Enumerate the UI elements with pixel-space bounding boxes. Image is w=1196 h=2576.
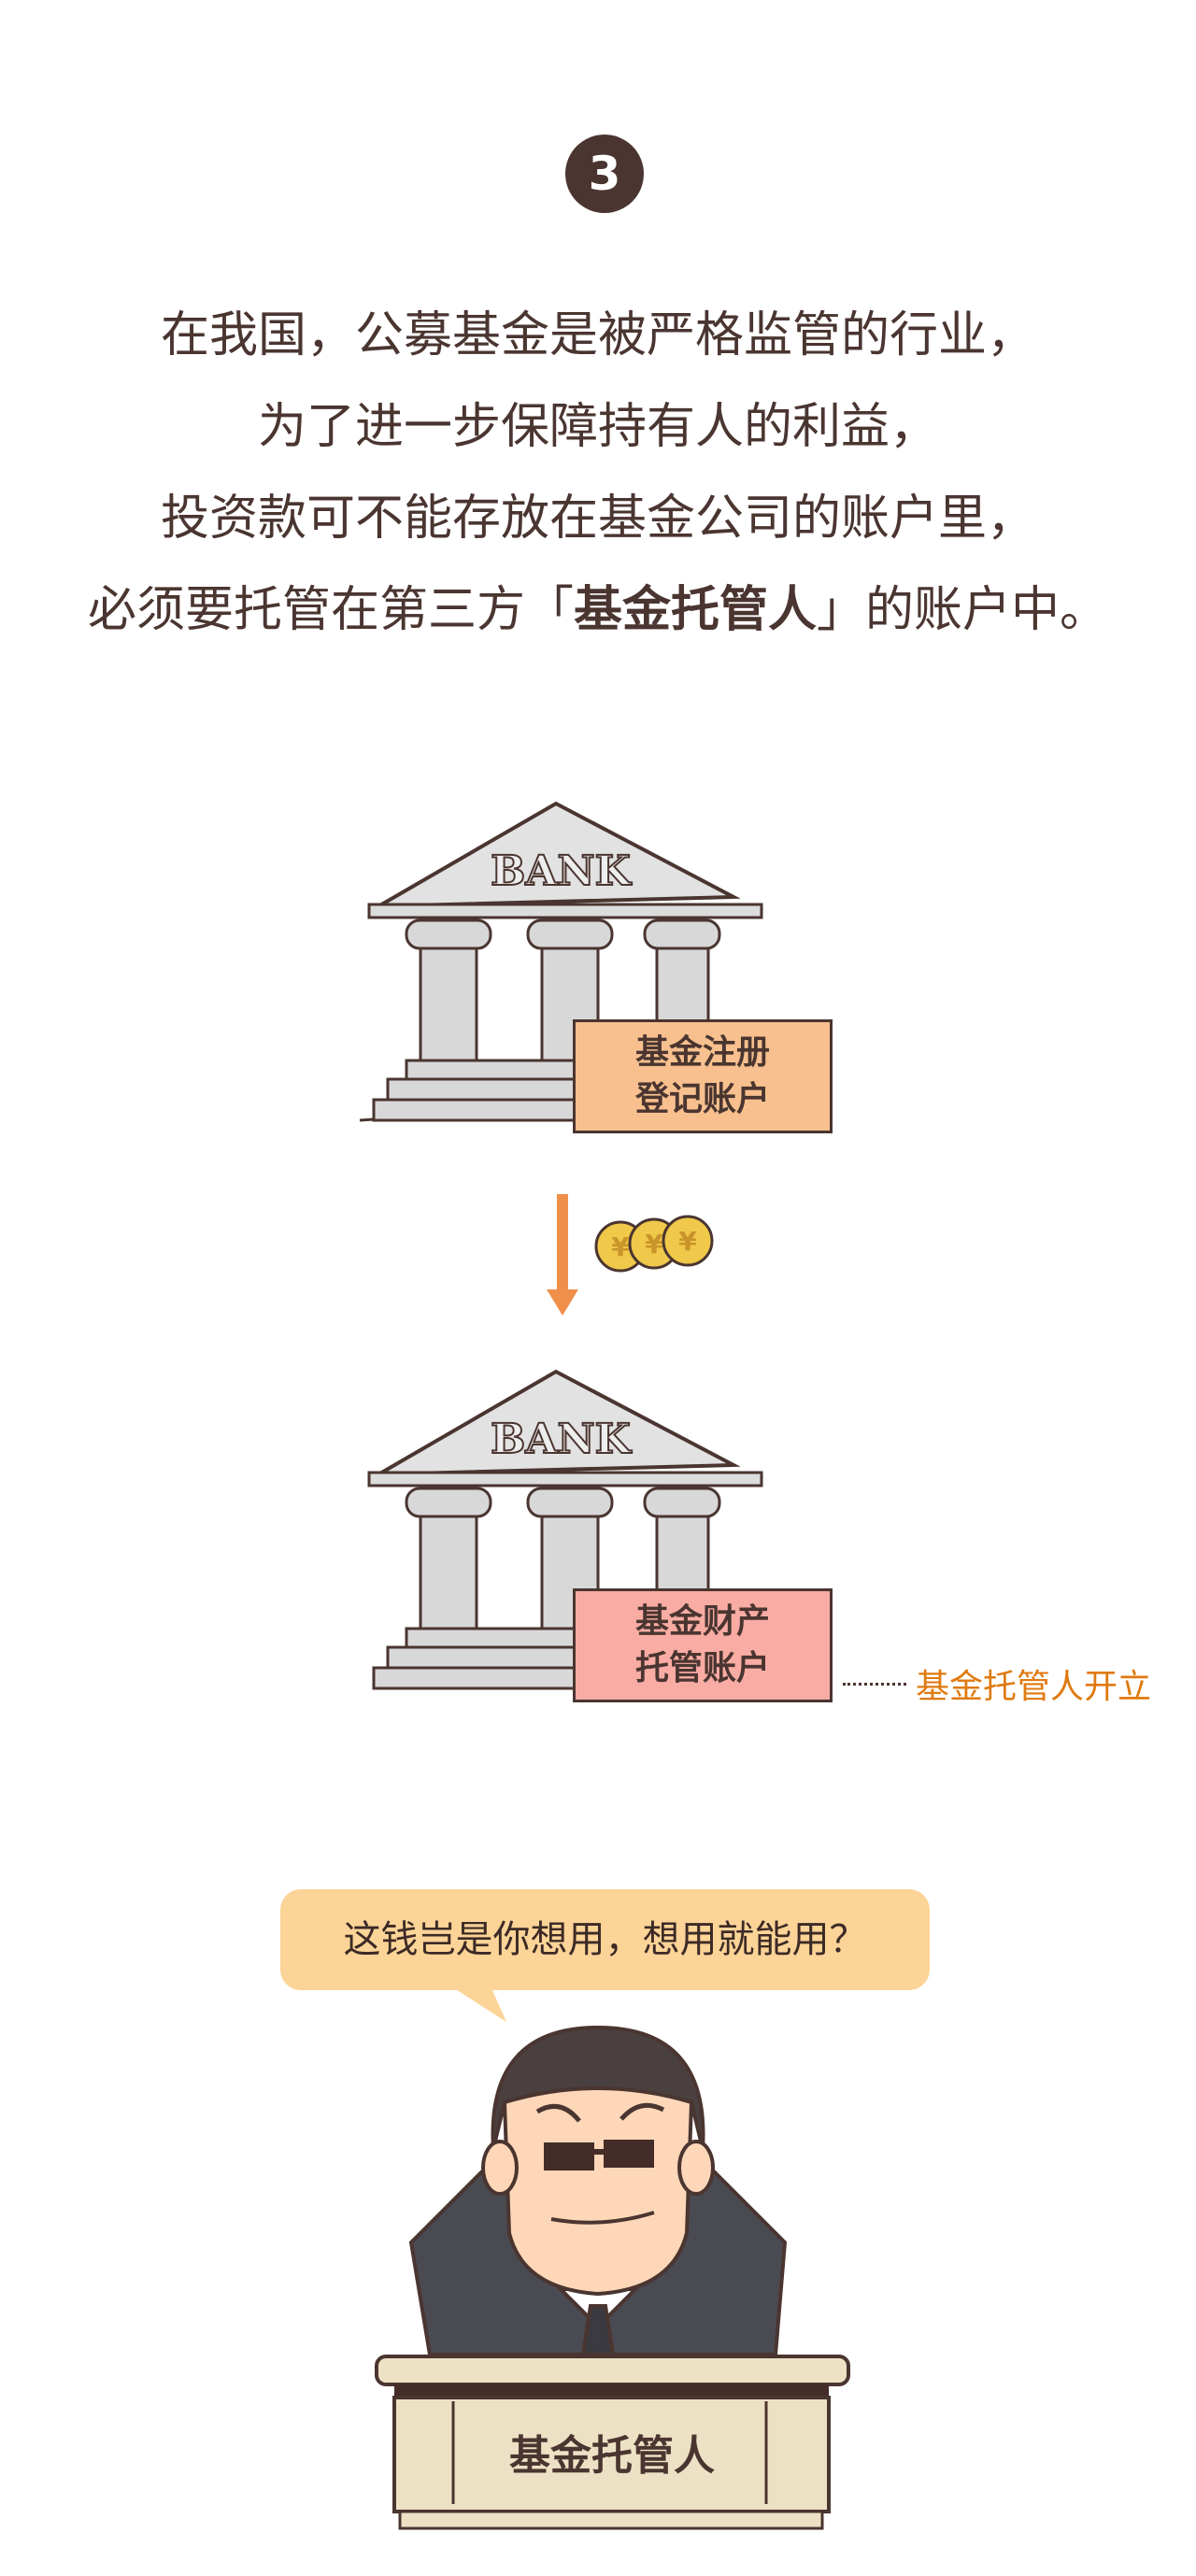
intro-paragraph: 在我国，公募基金是被严格监管的行业， 为了进一步保障持有人的利益， 投资款可不能… (0, 290, 1196, 656)
intro-line-4-suffix: 」的账户中。 (817, 582, 1109, 638)
coin-symbol: ¥ (645, 1229, 663, 1260)
yuan-coins-icon: ¥ ¥ ¥ (594, 1215, 714, 1273)
intro-line-4-prefix: 必须要托管在第三方「 (87, 582, 574, 638)
speech-bubble: 这钱岂是你想用，想用就能用？ (280, 1889, 930, 1990)
bank-sign: BANK (491, 847, 633, 895)
intro-highlight: 基金托管人 (573, 582, 817, 638)
down-arrow-icon (547, 1194, 578, 1316)
account-label-line2: 托管账户 (634, 1649, 770, 1687)
bank-building-icon: BANK (360, 801, 763, 1122)
bank-sign: BANK (491, 1416, 633, 1463)
dotted-connector (843, 1683, 906, 1686)
fund-custody-account-box: 基金财产 托管账户 (573, 1588, 833, 1702)
fund-registration-account-box: 基金注册 登记账户 (573, 1019, 833, 1133)
account-opener-label: 基金托管人开立 (916, 1668, 1152, 1706)
sunglasses-icon (544, 2142, 594, 2170)
intro-line-3: 投资款可不能存放在基金公司的账户里， (160, 491, 1035, 547)
account-label-line2: 登记账户 (634, 1080, 770, 1118)
intro-line-1: 在我国，公募基金是被严格监管的行业， (160, 307, 1035, 363)
intro-line-4: 必须要托管在第三方「基金托管人」的账户中。 (0, 564, 1196, 656)
custodian-character-illustration: 基金托管人 (375, 2025, 850, 2530)
desk-nameplate: 基金托管人 (509, 2432, 715, 2480)
speech-bubble-tail (454, 1988, 506, 2022)
account-label-line1: 基金财产 (634, 1602, 770, 1641)
coin-symbol: ¥ (678, 1226, 697, 1257)
step-number-badge: 3 (565, 135, 644, 213)
account-label-line1: 基金注册 (634, 1033, 770, 1072)
coin-symbol: ¥ (611, 1231, 630, 1262)
intro-line-2: 为了进一步保障持有人的利益， (257, 399, 938, 455)
